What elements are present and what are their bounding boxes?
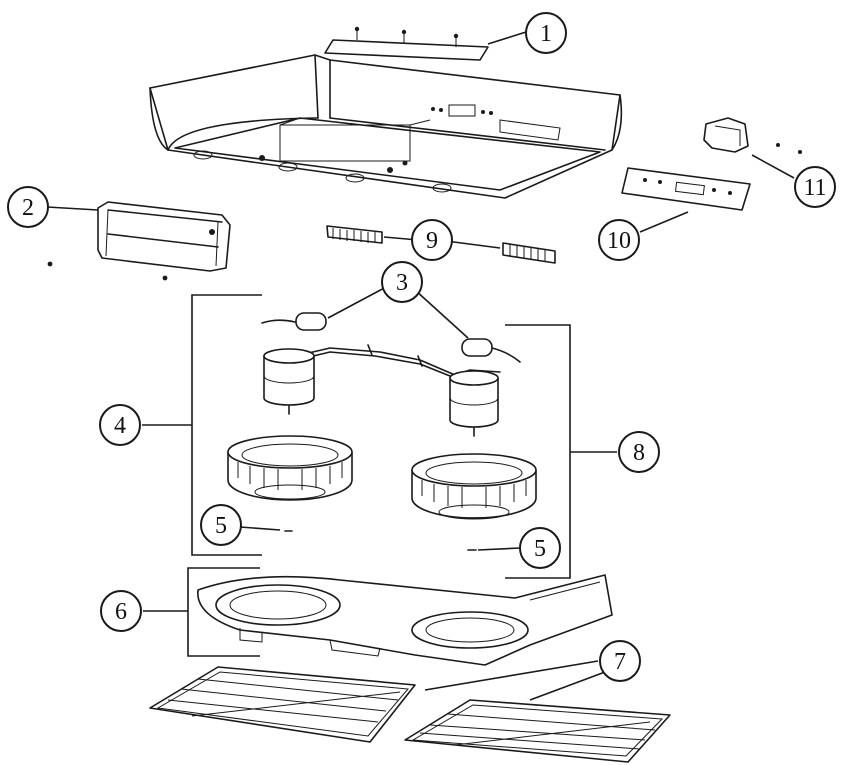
leader-lines — [46, 31, 795, 701]
blower-wheel-right — [411, 453, 537, 520]
light-holder-left — [326, 225, 383, 244]
callout-3-label: 3 — [396, 270, 408, 296]
callout-7: 7 — [599, 640, 641, 682]
blower-wheel-left — [227, 435, 353, 501]
callout-8: 8 — [618, 431, 660, 473]
capacitors-and-wiring — [261, 312, 521, 381]
callout-9: 9 — [411, 219, 453, 261]
callout-4: 4 — [99, 404, 141, 446]
callout-2-label: 2 — [22, 195, 34, 221]
callout-5a: 5 — [200, 504, 242, 546]
range-hood-body — [149, 54, 623, 199]
callout-4-label: 4 — [114, 413, 126, 439]
screws-part-5 — [284, 530, 477, 551]
callout-1-label: 1 — [540, 21, 552, 47]
callout-5a-label: 5 — [215, 513, 227, 539]
callout-5b-label: 5 — [534, 536, 546, 562]
grease-filter-right — [404, 699, 671, 763]
transformer — [703, 117, 802, 154]
grease-filter-left — [149, 666, 416, 743]
callout-1: 1 — [525, 12, 567, 54]
callout-6-label: 6 — [115, 599, 127, 625]
top-cover-plate — [324, 26, 489, 61]
callout-2: 2 — [7, 186, 49, 228]
motor-left — [263, 348, 315, 415]
blower-housing-plate — [197, 574, 613, 666]
callout-5b: 5 — [519, 527, 561, 569]
callout-11: 11 — [794, 166, 836, 208]
callout-8-label: 8 — [633, 440, 645, 466]
callout-6: 6 — [100, 590, 142, 632]
motor-right — [449, 370, 499, 437]
light-holder-right — [502, 242, 556, 264]
callout-3: 3 — [381, 261, 423, 303]
control-panel — [621, 167, 751, 211]
callout-7-label: 7 — [614, 649, 626, 675]
callout-10: 10 — [598, 219, 640, 261]
bracket-group-6 — [187, 567, 260, 657]
callout-11-label: 11 — [803, 175, 826, 201]
callout-10-label: 10 — [607, 228, 631, 254]
callout-9-label: 9 — [426, 228, 438, 254]
duct-adapter — [47, 201, 231, 281]
